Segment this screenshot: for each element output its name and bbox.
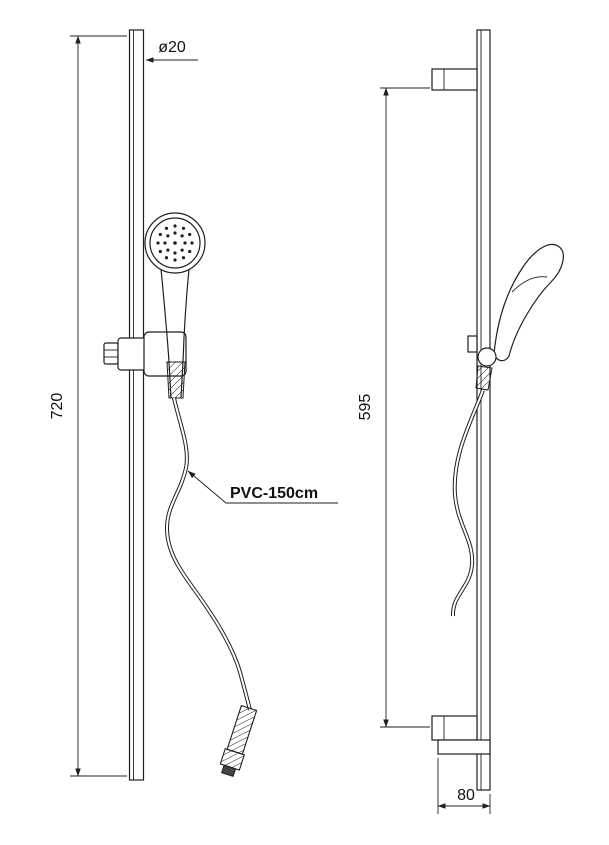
dimension-diameter: ø20 (145, 39, 198, 63)
top-bracket (431, 68, 478, 91)
dimension-720: 720 (49, 35, 127, 777)
holder-clamp-front (117, 337, 147, 371)
dim-label-720: 720 (49, 393, 66, 420)
bottom-bracket-flange (437, 739, 491, 755)
side-view: 595 80 (357, 29, 564, 814)
dim-label-diameter: ø20 (158, 39, 186, 56)
hose-label-leader (187, 470, 338, 504)
dimension-80: 80 (437, 758, 491, 814)
hose-label: PVC-150cm (230, 485, 318, 502)
shower-handle-front (160, 268, 190, 399)
slide-bar-front (128, 29, 145, 781)
shower-head-front (144, 212, 206, 274)
shower-side (467, 243, 564, 391)
holder-knob-front (103, 342, 119, 365)
dimension-595: 595 (357, 87, 430, 728)
bottom-bracket (431, 715, 491, 755)
holder-side (477, 347, 497, 367)
hose-front (164, 397, 258, 778)
handle-grip-hatch (166, 361, 186, 399)
dim-label-595: 595 (357, 394, 374, 421)
hose-hatch-side (475, 365, 493, 391)
front-view: 720 ø20 PVC-150cm (49, 29, 338, 781)
dim-label-80: 80 (457, 787, 475, 804)
hose-side (450, 389, 485, 617)
holder-pin-side (467, 335, 478, 353)
slide-bar-side (476, 29, 491, 791)
hose-connector (219, 704, 258, 778)
spray-face-dots (156, 224, 194, 262)
holder-front (103, 331, 187, 377)
hose-label-group: PVC-150cm (187, 470, 338, 504)
